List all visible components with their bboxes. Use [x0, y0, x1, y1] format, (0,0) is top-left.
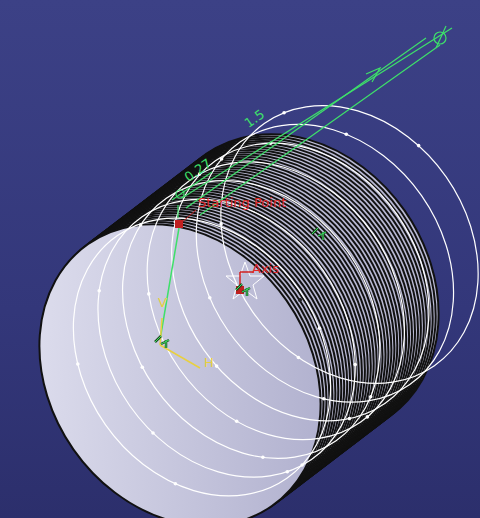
helix-point: [322, 397, 326, 401]
helix-point: [366, 415, 370, 419]
cad-markers: [155, 26, 452, 368]
helix-point: [345, 132, 349, 136]
helix-turn: [119, 93, 480, 471]
helix-point: [76, 362, 80, 366]
direction-label: V: [158, 296, 167, 309]
helix-point: [348, 417, 352, 421]
helix-point: [219, 222, 223, 226]
helix-point: [297, 356, 301, 360]
helix-point: [139, 223, 143, 227]
helix-point: [208, 296, 212, 300]
helix-point: [147, 292, 151, 296]
helix-point: [174, 482, 178, 486]
helix-turn: [168, 56, 480, 434]
point-label: Starting Point: [198, 196, 286, 209]
helix-point: [261, 456, 265, 460]
helix-point: [318, 326, 322, 330]
cylinder-body: [0, 79, 480, 518]
helix-point: [97, 289, 101, 293]
helix-point: [353, 363, 357, 367]
direction-label: H: [204, 356, 214, 369]
helix-point: [141, 365, 145, 369]
helix-point: [215, 364, 219, 368]
helix-point: [220, 157, 224, 161]
helix-point: [282, 111, 286, 115]
helix-turn: [143, 74, 480, 452]
helix-point: [235, 419, 239, 423]
axis-label: Axis: [252, 262, 279, 275]
helix-curve: [20, 56, 480, 518]
helix-turn: [70, 131, 433, 509]
dimension-value: 1.5: [242, 107, 266, 130]
helix-turn: [45, 149, 408, 518]
helix-point: [417, 144, 421, 148]
helix-point: [369, 395, 373, 399]
helix-point: [151, 431, 155, 435]
helix-point: [286, 470, 290, 474]
helix-turn: [94, 112, 457, 490]
